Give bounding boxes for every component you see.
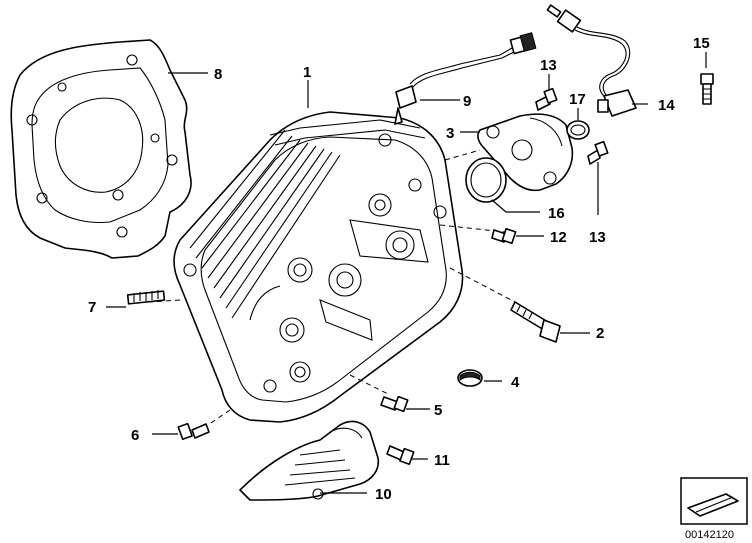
callout-3: 3 — [446, 125, 454, 142]
screw — [380, 395, 409, 413]
reference-code: 00142120 — [685, 529, 734, 541]
callout-8: 8 — [214, 66, 222, 83]
callout-10: 10 — [375, 486, 392, 503]
callout-7: 7 — [88, 299, 96, 316]
callout-9: 9 — [463, 93, 471, 110]
callout-2: 2 — [596, 325, 604, 342]
assembly-line — [207, 409, 231, 426]
assembly-line — [444, 149, 481, 161]
callout-13-top: 13 — [540, 57, 557, 74]
stud — [126, 290, 166, 305]
screw — [386, 445, 415, 466]
screw — [177, 422, 210, 441]
callout-16: 16 — [548, 205, 565, 222]
assembly-line — [449, 267, 516, 303]
callout-13-bottom: 13 — [589, 229, 606, 246]
callout-12: 12 — [550, 229, 567, 246]
callout-4: 4 — [511, 374, 520, 391]
leader-line — [491, 199, 540, 213]
screw — [491, 227, 517, 245]
screw — [535, 87, 558, 111]
screw — [700, 73, 714, 105]
o-ring — [465, 157, 507, 203]
cylinder-head-cover — [173, 111, 464, 423]
callout-1: 1 — [303, 64, 311, 81]
reference-symbol — [680, 477, 748, 525]
temperature-sensor — [394, 32, 537, 125]
sensor-flange — [477, 113, 574, 192]
callout-11: 11 — [434, 452, 450, 469]
cover-duct — [239, 420, 380, 501]
callout-14: 14 — [658, 97, 675, 114]
hall-sensor — [546, 4, 637, 117]
cylinder-head-gasket — [10, 39, 192, 259]
callout-5: 5 — [434, 402, 442, 419]
callout-17: 17 — [569, 91, 586, 108]
screw — [587, 140, 609, 165]
o-ring — [566, 120, 590, 140]
assembly-line — [349, 374, 391, 396]
callout-15: 15 — [693, 35, 710, 52]
long-hex-bolt — [510, 301, 561, 343]
sealing-plug — [457, 369, 483, 387]
callout-6: 6 — [131, 427, 139, 444]
